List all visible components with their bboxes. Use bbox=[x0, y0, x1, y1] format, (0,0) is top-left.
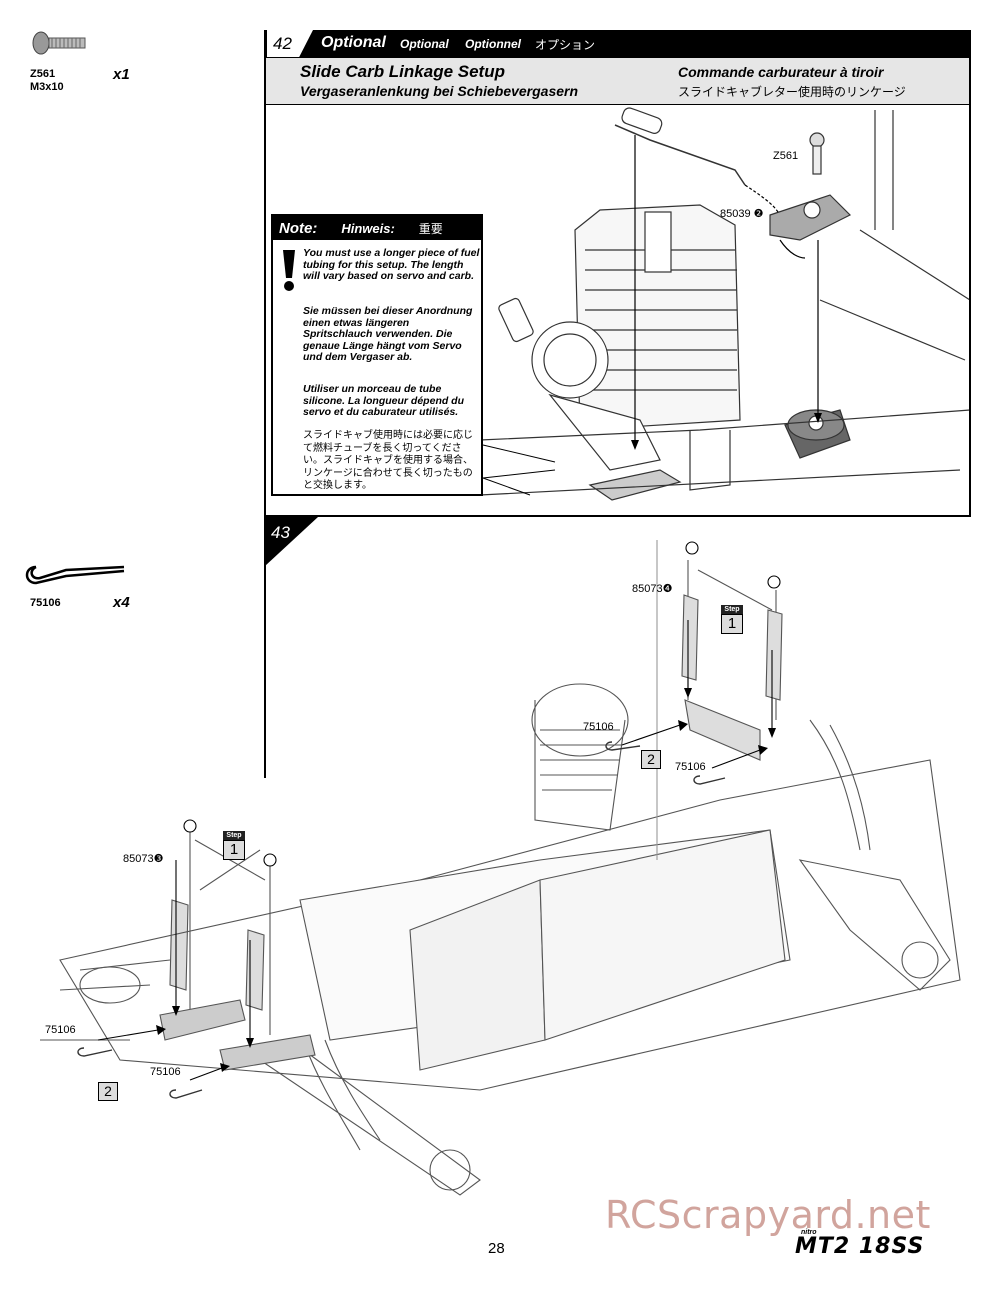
column-divider bbox=[264, 30, 266, 778]
brand-logo: MT2 18SS bbox=[795, 1234, 925, 1259]
clip-label-rear-2: 75106 bbox=[675, 761, 706, 773]
page-number: 28 bbox=[488, 1240, 505, 1257]
clip-label-front-2: 75106 bbox=[150, 1066, 181, 1078]
brand-small: nitro bbox=[801, 1229, 817, 1236]
step42-right-border bbox=[969, 30, 971, 516]
rear-post-label: 85073❹ bbox=[632, 582, 672, 595]
screw-size: M3x10 bbox=[30, 81, 64, 93]
front-post-label: 85073❸ bbox=[123, 852, 163, 865]
screw-code: Z561 bbox=[30, 68, 56, 80]
horn-marker: ❷ bbox=[753, 208, 764, 220]
step42-number: 42 bbox=[273, 34, 292, 53]
step-badge-rear: Step 1 bbox=[721, 605, 743, 634]
step-badge-number: 1 bbox=[721, 614, 743, 634]
step-badge-word: Step bbox=[721, 605, 743, 614]
clip-label-rear-1: 75106 bbox=[583, 721, 614, 733]
box-number-rear: 2 bbox=[641, 750, 661, 769]
step-badge-word: Step bbox=[223, 831, 245, 840]
note-box: Note: Hinweis: 重要 You must use a longer … bbox=[271, 214, 483, 496]
screw-qty: x1 bbox=[113, 66, 130, 83]
box-number-front: 2 bbox=[98, 1082, 118, 1101]
step42-bottom-border bbox=[265, 515, 971, 517]
clip-label-front-1: 75106 bbox=[45, 1024, 76, 1036]
note-title-jp: 重要 bbox=[418, 221, 443, 236]
rear-post-code: 85073 bbox=[632, 583, 663, 595]
note-header: Note: Hinweis: 重要 bbox=[273, 216, 481, 240]
horn-code: 85039 bbox=[720, 208, 751, 220]
step42-title-de: Vergaseranlenkung bei Schiebevergasern bbox=[300, 83, 579, 99]
optional-jp: オプション bbox=[535, 38, 596, 52]
optional-en: Optional bbox=[321, 34, 386, 51]
step42-title-box bbox=[265, 57, 971, 105]
note-text-de: Sie müssen bei dieser Anordnung einen et… bbox=[303, 305, 473, 363]
step42-title-jp: スライドキャブレター使用時のリンケージ bbox=[678, 85, 906, 99]
step42-screw-label: Z561 bbox=[773, 150, 799, 162]
clip-qty: x4 bbox=[113, 594, 130, 611]
front-post-code: 85073 bbox=[123, 853, 154, 865]
note-text-en: You must use a longer piece of fuel tubi… bbox=[303, 247, 480, 282]
optional-de: Optional bbox=[400, 37, 449, 51]
note-title-de: Hinweis: bbox=[341, 220, 395, 236]
step42-title-fr: Commande carburateur à tiroir bbox=[678, 64, 884, 80]
note-text-fr: Utiliser un morceau de tube silicone. La… bbox=[303, 383, 465, 418]
step42-header: 42 Optional Optional Optionnel オプション bbox=[265, 30, 971, 57]
note-title-en: Note: bbox=[279, 219, 318, 237]
step43-number: 43 bbox=[271, 523, 290, 542]
step42-title-en: Slide Carb Linkage Setup bbox=[300, 62, 505, 81]
step42-horn-label: 85039 ❷ bbox=[720, 207, 764, 220]
exclamation-icon bbox=[283, 250, 295, 291]
step-badge-front: Step 1 bbox=[223, 831, 245, 860]
watermark: RCScrapyard.net bbox=[605, 1193, 931, 1237]
note-text-jp: スライドキャブ使用時には必要に応じて燃料チューブを長く切ってください。スライドキ… bbox=[303, 430, 473, 491]
optional-fr: Optionnel bbox=[465, 37, 521, 51]
front-post-marker: ❸ bbox=[153, 853, 164, 865]
rear-post-marker: ❹ bbox=[662, 583, 673, 595]
step-badge-number: 1 bbox=[223, 840, 245, 860]
clip-code: 75106 bbox=[30, 597, 61, 609]
